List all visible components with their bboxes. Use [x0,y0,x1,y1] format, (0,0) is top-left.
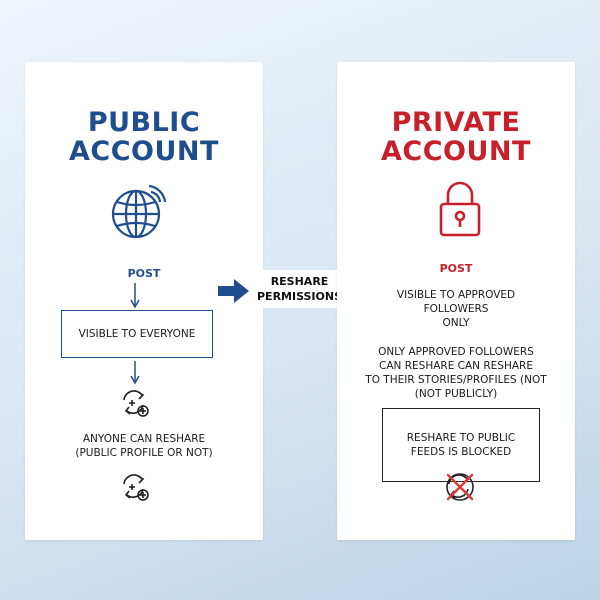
blocked-reshare-icon [446,473,474,501]
reshare-permissions-label: RESHARE PERMISSIONS [257,270,342,308]
down-arrow-icon [130,361,140,385]
anyone-can-reshare-line1: ANYONE CAN RESHARE [82,433,206,445]
approved-reshare-line2: CAN RESHARE CAN RESHARE [379,360,533,372]
private-account-panel: PRIVATE ACCOUNT POST VISIBLE TO APPROVED… [337,62,575,540]
approved-reshare-line3: TO THEIR STORIES/PROFILES (NOT [365,374,547,386]
public-post-label: POST [127,267,161,280]
visible-to-approved-line3: ONLY [442,317,470,329]
visible-to-everyone-text: VISIBLE TO EVERYONE [78,328,196,340]
visible-to-approved-line1: VISIBLE TO APPROVED [396,289,516,301]
approved-reshare-line4: (NOT PUBLICLY) [414,388,498,400]
visible-to-everyone-box: VISIBLE TO EVERYONE [61,310,213,358]
private-post-label: POST [439,262,473,275]
anyone-can-reshare-line2: (PUBLIC PROFILE OR NOT) [75,447,213,459]
blue-right-arrow-icon [218,279,249,303]
globe-icon [111,184,167,239]
reshare-permissions-line1: RESHARE [270,275,329,288]
reshare-icon [123,474,149,501]
public-title-line1: PUBLIC [87,107,201,138]
private-title-line2: ACCOUNT [381,136,531,167]
public-title-line2: ACCOUNT [69,136,219,167]
approved-reshare-line1: ONLY APPROVED FOLLOWERS [378,346,534,358]
reshare-blocked-box: RESHARE TO PUBLIC FEEDS IS BLOCKED [382,408,540,482]
reshare-permissions-line2: PERMISSIONS [257,290,343,303]
reshare-icon [123,390,149,417]
visible-to-approved-line2: FOLLOWERS [423,303,489,315]
lock-icon [439,181,481,237]
down-arrow-icon [130,283,140,309]
public-account-panel: PUBLIC ACCOUNT POST VISIBLE TO EVERYONE [25,62,263,540]
private-title-line1: PRIVATE [391,107,521,138]
reshare-blocked-text: RESHARE TO PUBLIC FEEDS IS BLOCKED [406,432,516,458]
